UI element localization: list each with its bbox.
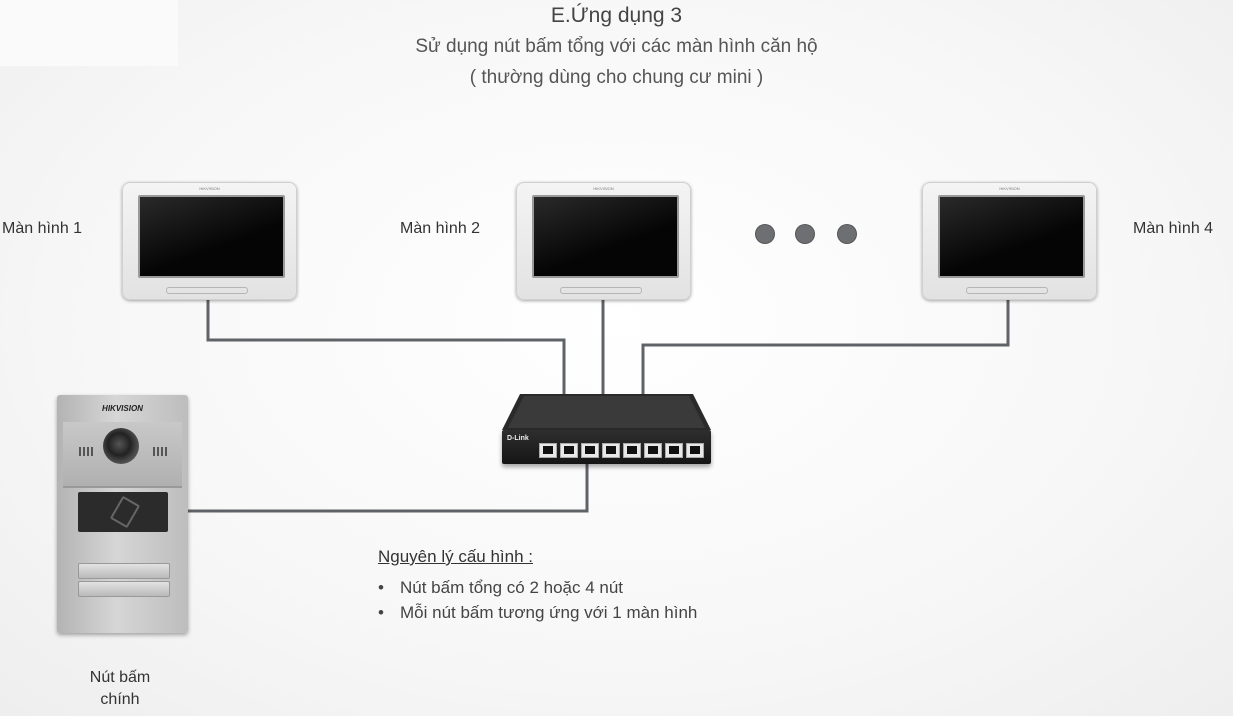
- door-station-label: Nút bấm chính: [70, 667, 170, 711]
- principle-list: • Nút bấm tổng có 2 hoặc 4 nút • Mỗi nút b…: [378, 575, 697, 625]
- page-subtitle: Sử dụng nút bấm tổng với các màn hình că…: [415, 36, 818, 57]
- list-item: • Mỗi nút bấm tương ứng với 1 màn hình: [378, 600, 697, 625]
- switch-port: [623, 443, 641, 458]
- call-button-2: [78, 581, 170, 597]
- ellipsis-dot-3: [838, 225, 856, 243]
- call-button-1: [78, 563, 170, 579]
- door-station-label-line2: chính: [100, 691, 140, 708]
- switch-brand-logo: D-Link: [507, 435, 529, 442]
- door-station: HIKVISION: [57, 395, 188, 633]
- principle-heading: Nguyên lý cấu hình :: [378, 547, 533, 566]
- monitor-2-label: Màn hình 2: [400, 220, 481, 237]
- monitor-4: HIKVISION: [922, 182, 1097, 300]
- card-icon: [109, 495, 141, 529]
- page-subtitle-note: ( thường dùng cho chung cư mini ): [469, 67, 764, 88]
- monitor-1-label: Màn hình 1: [2, 220, 83, 237]
- monitor-2-keys: [560, 287, 642, 294]
- monitor-4-screen: [938, 195, 1085, 278]
- page-title: E.Ứng dụng 3: [550, 4, 683, 27]
- bullet-icon: •: [378, 603, 384, 622]
- switch-port: [539, 443, 557, 458]
- card-reader: [78, 492, 168, 532]
- wire-monitor-4: [641, 300, 1010, 395]
- switch-port: [665, 443, 683, 458]
- principle-item-text: Mỗi nút bấm tương ứng với 1 màn hình: [400, 603, 698, 622]
- monitor-4-brand: HIKVISION: [999, 186, 1020, 191]
- speaker-grille-icon: [153, 447, 167, 456]
- list-item: • Nút bấm tổng có 2 hoặc 4 nút: [378, 575, 697, 600]
- wire-door-station: [188, 462, 589, 513]
- wire-monitor-1: [206, 300, 566, 395]
- monitor-2-brand: HIKVISION: [593, 186, 614, 191]
- corner-panel: [0, 0, 178, 66]
- monitor-4-label: Màn hình 4: [1133, 220, 1214, 237]
- camera-lens-icon: [103, 428, 139, 464]
- monitor-1-brand: HIKVISION: [199, 186, 220, 191]
- door-station-camera-panel: [63, 422, 182, 488]
- bullet-icon: •: [378, 578, 384, 597]
- switch-port: [686, 443, 704, 458]
- network-switch: D-Link: [502, 430, 711, 464]
- ellipsis-dot-1: [756, 225, 774, 243]
- switch-port: [644, 443, 662, 458]
- switch-port: [581, 443, 599, 458]
- door-station-brand: HIKVISION: [102, 404, 143, 413]
- monitor-2-screen: [532, 195, 679, 278]
- monitor-1-keys: [166, 287, 248, 294]
- switch-port: [560, 443, 578, 458]
- speaker-grille-icon: [79, 447, 93, 456]
- principle-item-text: Nút bấm tổng có 2 hoặc 4 nút: [400, 578, 624, 597]
- monitor-2: HIKVISION: [516, 182, 691, 300]
- network-switch-top: [502, 394, 711, 430]
- monitor-1-screen: [138, 195, 285, 278]
- monitor-4-keys: [966, 287, 1048, 294]
- door-station-label-line1: Nút bấm: [89, 669, 151, 686]
- ellipsis-dot-2: [796, 225, 814, 243]
- switch-port: [602, 443, 620, 458]
- monitor-1: HIKVISION: [122, 182, 297, 300]
